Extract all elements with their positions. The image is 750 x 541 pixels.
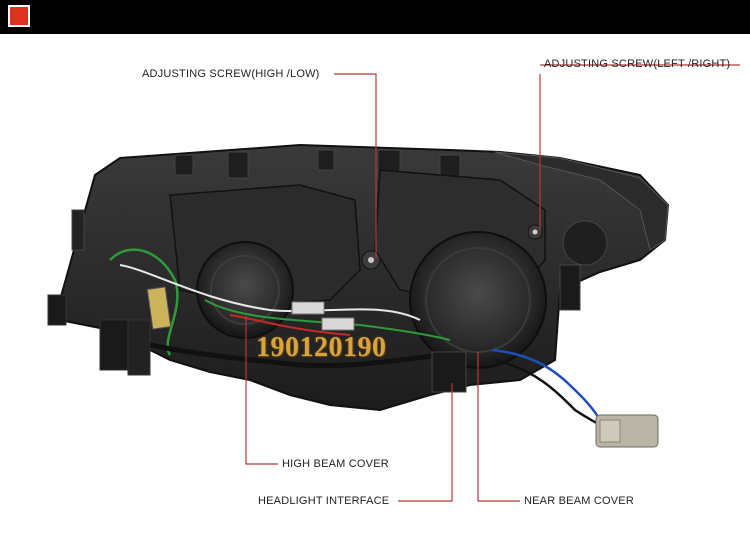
watermark-text: 190120190 [256, 332, 387, 363]
near-beam-cover [409, 231, 547, 369]
lens-edge [494, 151, 669, 251]
headlight-interface-plug [431, 351, 467, 393]
callout-headlight-interface: HEADLIGHT INTERFACE [258, 495, 390, 507]
wire-connector [291, 301, 325, 315]
callout-adjusting-screw-left-right: ADJUSTING SCREW(LEFT /RIGHT) [544, 58, 731, 70]
callout-near-beam-cover: NEAR BEAM COVER [524, 495, 634, 507]
top-banner [0, 0, 750, 34]
mount-tab [127, 319, 151, 376]
mount-tab [99, 319, 131, 371]
mount-tab [47, 294, 67, 326]
wire-connector [321, 317, 355, 331]
brand-square-icon [8, 5, 30, 27]
wire-tag [146, 286, 172, 330]
callout-adjusting-screw-high-low: ADJUSTING SCREW(HIGH /LOW) [142, 68, 320, 80]
callout-high-beam-cover: HIGH BEAM COVER [282, 458, 389, 470]
leader-lines [245, 64, 740, 502]
mount-tab [71, 209, 85, 251]
